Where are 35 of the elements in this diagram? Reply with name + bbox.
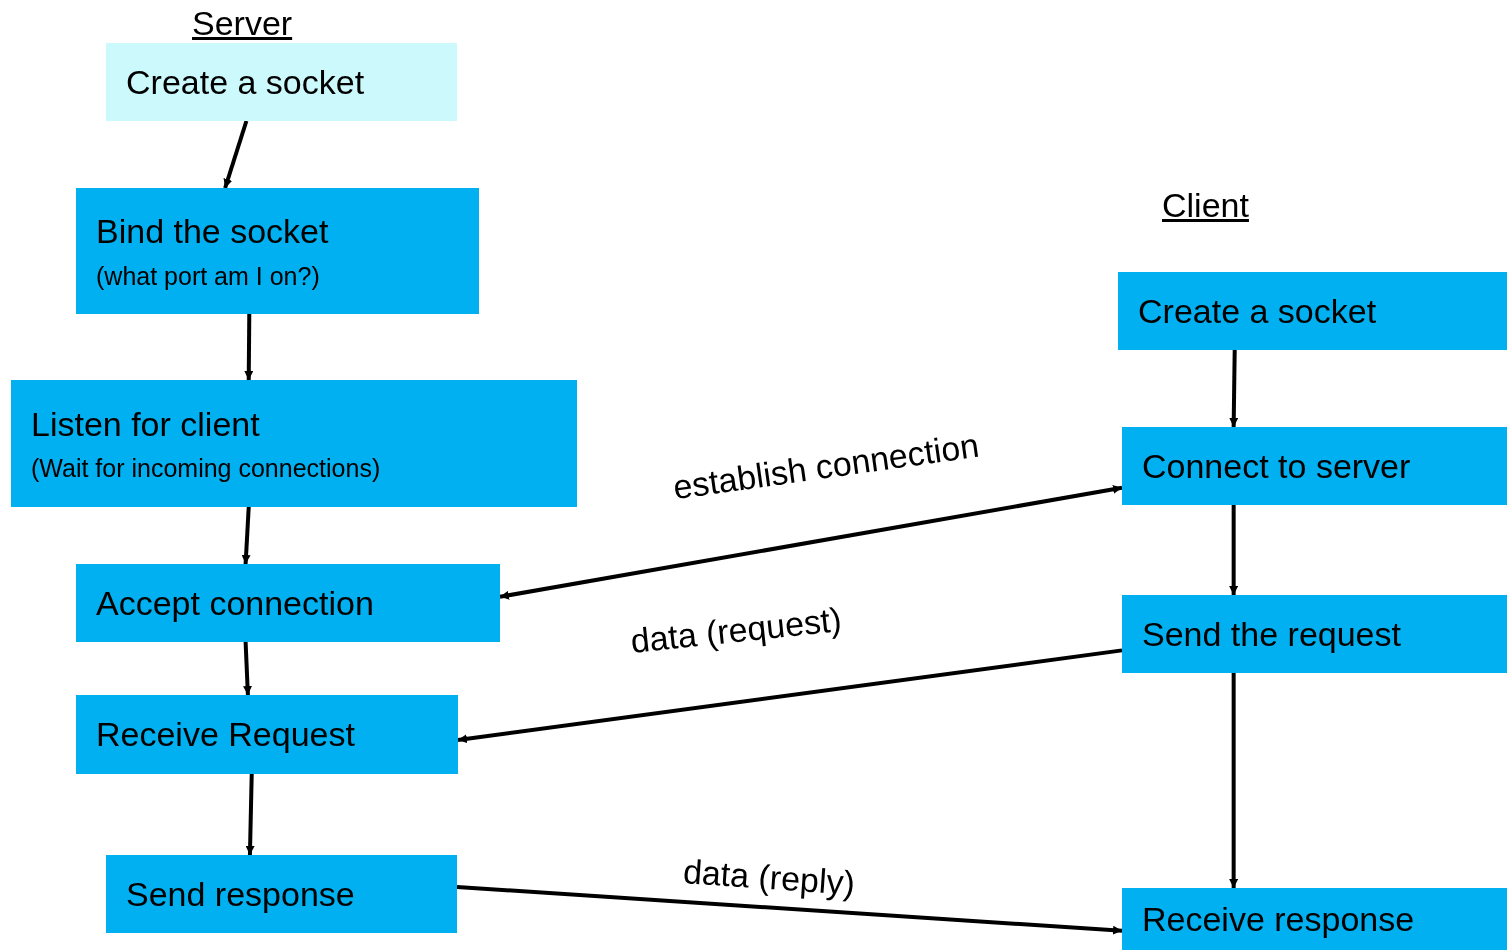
process-box (1122, 595, 1507, 673)
arrow (223, 120, 249, 189)
process-box (76, 564, 500, 642)
column-heading: Client (1162, 188, 1249, 222)
step-title: Create a socket (1138, 290, 1378, 332)
step-note: (Wait for incoming connections) (31, 453, 382, 485)
arrow (457, 648, 1123, 744)
step-title: Receive Request (96, 714, 356, 756)
step-title: Receive response (1142, 898, 1416, 940)
step-title: Create a socket (126, 61, 366, 103)
arrow (243, 641, 252, 696)
arrow (241, 506, 251, 565)
process-box (1122, 427, 1507, 505)
step-title: Listen for client (31, 403, 261, 445)
arrow (1229, 505, 1239, 595)
arrow (456, 885, 1123, 935)
process-box (106, 855, 457, 933)
process-box (1122, 888, 1507, 950)
step-title: Accept connection (96, 582, 375, 624)
arrow (245, 773, 255, 856)
process-box (76, 695, 458, 774)
column-heading: Server (192, 6, 293, 40)
arrow (499, 484, 1123, 600)
step-note: (what port am I on?) (96, 260, 321, 292)
process-box (76, 188, 479, 314)
process-box (106, 43, 457, 121)
arrow (1229, 673, 1239, 888)
arrow (244, 314, 254, 380)
step-title: Send response (126, 873, 356, 915)
arrow (1229, 349, 1239, 428)
step-title: Send the request (1142, 613, 1402, 655)
process-box (1118, 272, 1507, 350)
step-title: Bind the socket (96, 211, 330, 253)
process-box (11, 380, 577, 507)
step-title: Connect to server (1142, 445, 1412, 487)
